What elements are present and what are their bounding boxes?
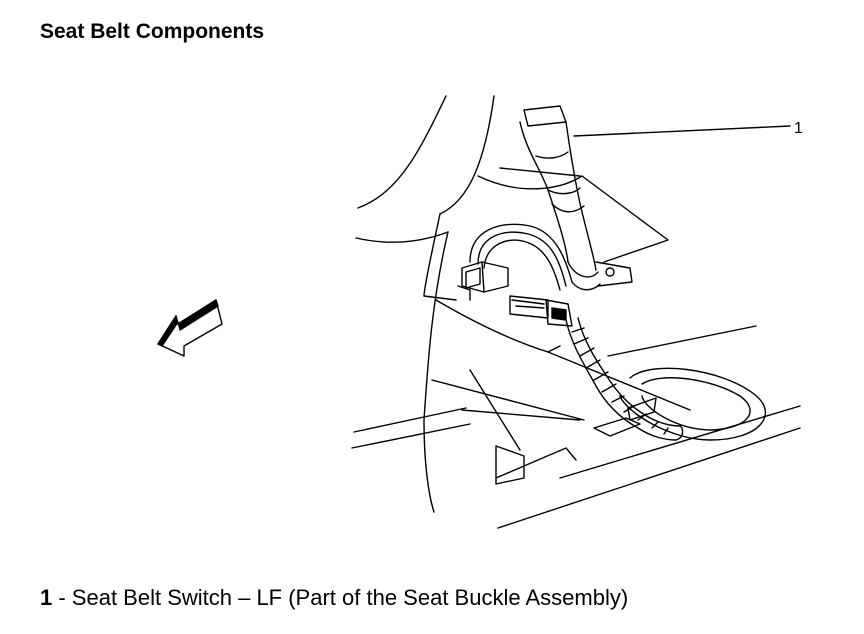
legend-text: - Seat Belt Switch – LF (Part of the Sea… bbox=[52, 585, 629, 610]
diagram-title: Seat Belt Components bbox=[40, 20, 265, 43]
legend-number: 1 bbox=[40, 585, 53, 610]
forward-arrow-icon bbox=[157, 299, 223, 357]
connector-icon bbox=[457, 261, 573, 327]
floor-panel-icon bbox=[351, 299, 801, 529]
seat-frame-icon bbox=[355, 95, 669, 513]
wiring-harness-icon bbox=[469, 223, 684, 441]
callout-number: 1 bbox=[794, 120, 803, 137]
callout-1: 1 bbox=[573, 120, 803, 137]
legend-item: 1 - Seat Belt Switch – LF (Part of the S… bbox=[40, 585, 628, 611]
seat-buckle-icon bbox=[519, 105, 633, 287]
